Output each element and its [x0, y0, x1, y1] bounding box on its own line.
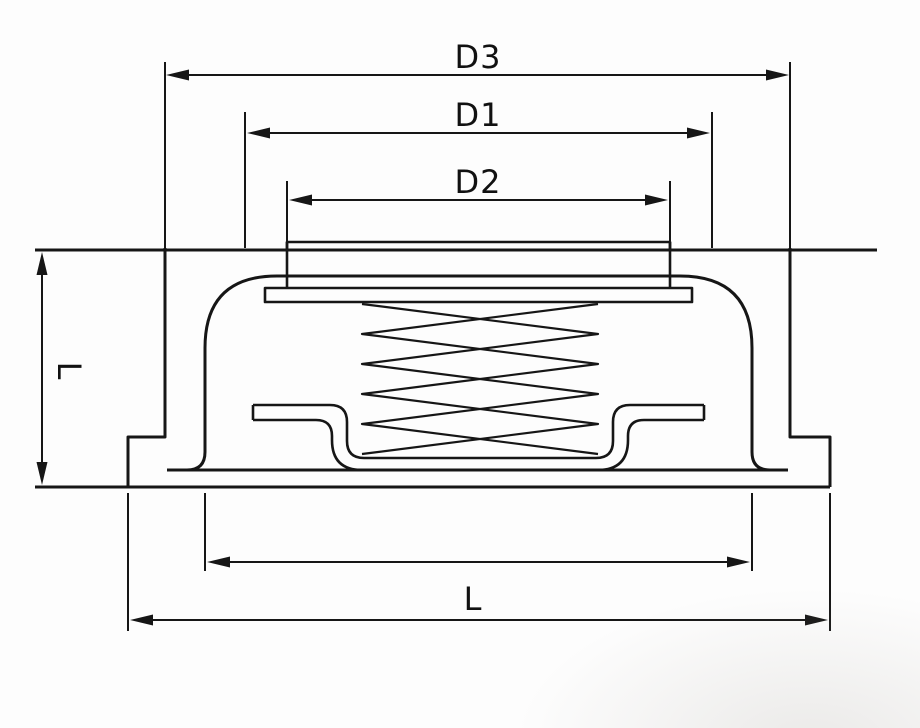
dimension-length-l: L [127, 493, 831, 631]
dimension-label-d3: D3 [455, 38, 502, 76]
valve-disc-assembly [263, 240, 694, 304]
dimension-label-d2: D2 [455, 163, 502, 201]
d1-arrow-left [247, 127, 270, 139]
length-arrow-right [805, 614, 828, 626]
dimension-inner-width [204, 493, 753, 571]
height-arrow-top [36, 252, 48, 275]
length-arrow-left [130, 614, 153, 626]
dome-outline [186, 274, 771, 472]
inner-arrow-right [727, 556, 750, 568]
seat-upper-contour [253, 403, 704, 460]
dimension-d2: D2 [286, 163, 671, 241]
dimension-label-d1: D1 [455, 96, 502, 134]
spring-coil-b [360, 302, 600, 456]
dimension-d3: D3 [164, 38, 791, 248]
dimension-height-l: L [36, 252, 88, 485]
height-arrow-bottom [36, 462, 48, 485]
dimension-label-height-l: L [50, 362, 88, 381]
inner-arrow-left [207, 556, 230, 568]
backing-plate [263, 286, 694, 304]
dimension-d1: D1 [244, 96, 713, 248]
right-wall-flange [788, 248, 832, 487]
d2-arrow-right [645, 194, 668, 206]
dimension-label-length-l: L [464, 580, 483, 618]
left-wall-flange [126, 248, 167, 487]
d1-arrow-right [687, 127, 710, 139]
bonnet-dome [186, 274, 771, 472]
coil-spring [360, 302, 600, 456]
d3-arrow-left [166, 69, 189, 81]
d3-arrow-right [766, 69, 789, 81]
seat-lower-contour [253, 418, 704, 472]
spring-seat [251, 403, 706, 472]
d2-arrow-left [289, 194, 312, 206]
